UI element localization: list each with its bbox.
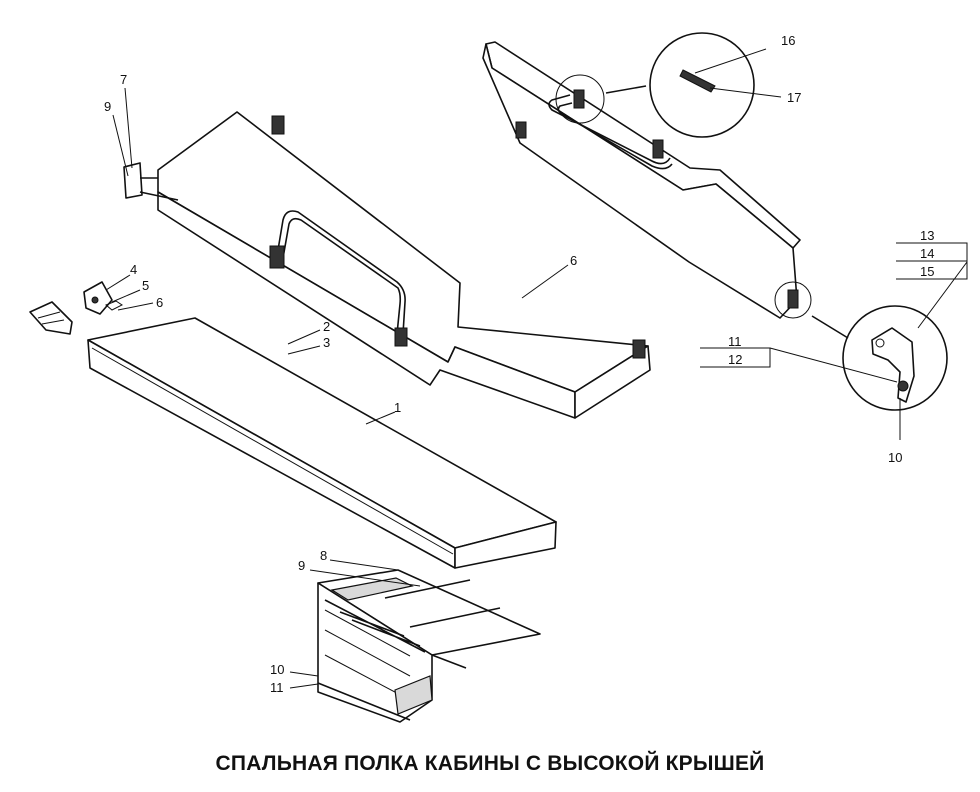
callout-7: 7 [120,72,127,87]
callout-5: 5 [142,278,149,293]
callout-9: 9 [104,99,111,114]
callout-9b: 9 [298,558,305,573]
diagram-title: СПАЛЬНАЯ ПОЛКА КАБИНЫ С ВЫСОКОЙ КРЫШЕЙ [215,752,765,775]
callout-8: 8 [320,548,327,563]
mattress [87,317,557,569]
detail-circle-10 [842,305,948,440]
callout-10: 10 [888,450,902,465]
callout-2: 2 [323,319,330,334]
callout-10b: 10 [270,662,284,677]
callout-12: 12 [728,352,742,367]
callout-13: 13 [920,228,934,243]
upper-rear-berth [482,41,849,339]
callout-leaders [105,87,569,689]
callout-numbers: 7 9 4 5 6 2 3 1 6 16 17 13 14 15 11 12 1… [104,33,934,695]
ladder-assembly [317,569,541,723]
bracket-parts [29,281,123,335]
callout-1: 1 [394,400,401,415]
callout-11b: 11 [270,680,284,695]
callout-6: 6 [156,295,163,310]
callout-3: 3 [323,335,330,350]
callout-16: 16 [781,33,795,48]
callout-6b: 6 [570,253,577,268]
upper-berth-panel [123,111,651,419]
callout-leaders-13-15 [700,242,968,383]
callout-14: 14 [920,246,934,261]
callout-4: 4 [130,262,137,277]
callout-11: 11 [728,334,742,349]
callout-15: 15 [920,264,934,279]
callout-17: 17 [787,90,801,105]
detail-circle-16-17 [649,32,782,138]
